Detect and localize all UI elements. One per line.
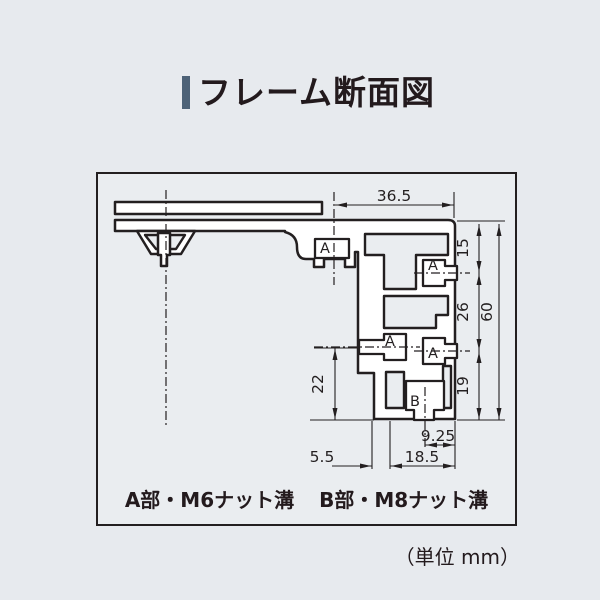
dimension-arrows — [332, 202, 502, 469]
caption-part-b: B部・M8ナット溝 — [319, 488, 489, 512]
label-slot-right-lower: A — [428, 346, 438, 362]
label-slot-right-upper: A — [428, 258, 438, 274]
dim-right-lower: 19 — [454, 376, 472, 396]
page-title-block: フレーム断面図 — [182, 72, 435, 112]
dim-bottom-half: 9.25 — [421, 427, 456, 445]
title-accent-bar — [182, 75, 190, 109]
unit-note: （単位 mm） — [394, 545, 520, 569]
frame-profile-outline — [113, 218, 457, 421]
dim-left-height: 22 — [309, 374, 327, 394]
cavity-mid — [382, 294, 450, 330]
panel-strip — [113, 200, 324, 216]
label-slot-top: A — [320, 241, 330, 257]
frame-cross-section-drawing: 36.5 15 26 60 19 22 9.25 18.5 5.5 A A A … — [113, 187, 505, 469]
dim-top-width: 36.5 — [377, 187, 412, 205]
dim-bottom-offset: 5.5 — [310, 448, 335, 466]
nut-groove-top-a — [313, 237, 351, 260]
cross-section-diagram-frame: 36.5 15 26 60 19 22 9.25 18.5 5.5 A A A … — [96, 172, 517, 526]
cavity-t-shape — [363, 232, 450, 291]
label-slot-bottom: B — [410, 394, 420, 410]
hanger-tab — [156, 231, 172, 268]
dim-right-total: 60 — [478, 302, 496, 322]
cavity-lower-left — [384, 370, 406, 410]
caption-part-a: A部・M6ナット溝 — [124, 488, 295, 512]
dim-right-upper: 15 — [454, 238, 472, 258]
center-lines — [165, 190, 470, 450]
dim-right-mid: 26 — [454, 302, 472, 322]
groove-caption: A部・M6ナット溝 B部・M8ナット溝 — [98, 484, 515, 513]
label-slot-left-mid: A — [385, 334, 395, 350]
page-title: フレーム断面図 — [198, 72, 436, 112]
dim-bottom-width: 18.5 — [405, 448, 440, 466]
